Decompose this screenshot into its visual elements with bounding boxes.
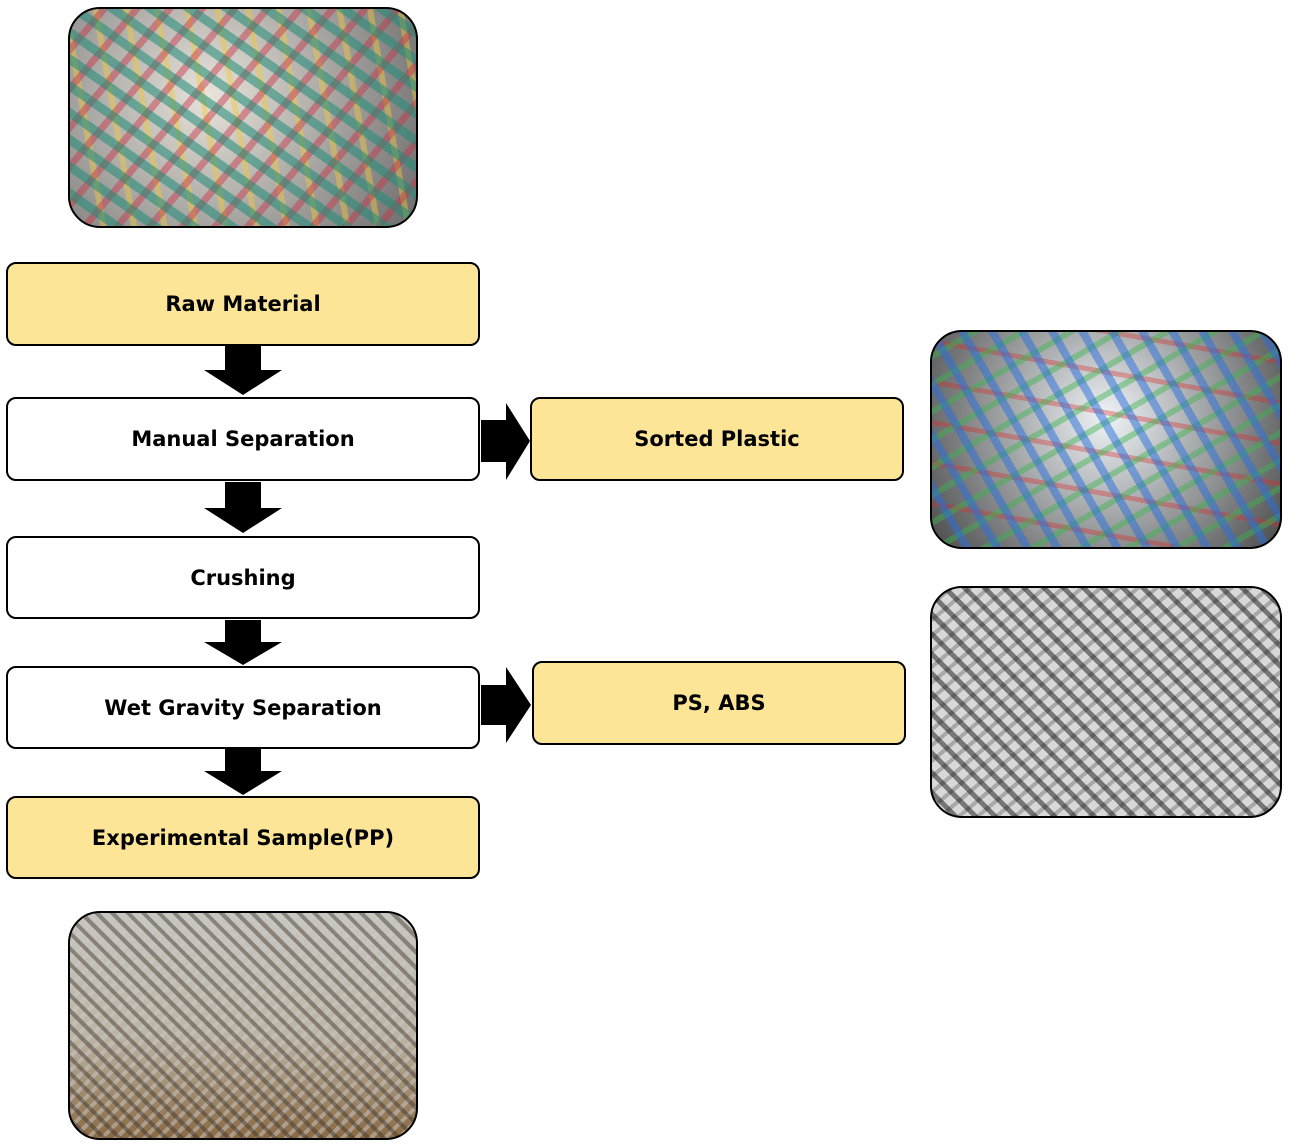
arrow-right-2 (481, 667, 531, 743)
step-crushing: Crushing (6, 536, 480, 619)
arrow-down-3 (204, 620, 282, 665)
output-sorted-plastic: Sorted Plastic (530, 397, 904, 481)
sorted-plastic-bottles-photo (930, 330, 1282, 549)
step-raw-material: Raw Material (6, 262, 480, 346)
arrow-down-1 (204, 346, 282, 395)
arrow-down-4 (204, 749, 282, 795)
pp-sample-flakes-photo (68, 911, 418, 1140)
step-manual-separation: Manual Separation (6, 397, 480, 481)
step-experimental-sample: Experimental Sample(PP) (6, 796, 480, 879)
step-wet-gravity-separation: Wet Gravity Separation (6, 666, 480, 749)
raw-plastic-waste-photo (68, 7, 418, 228)
output-ps-abs: PS, ABS (532, 661, 906, 745)
ps-abs-flakes-photo (930, 586, 1282, 818)
arrow-down-2 (204, 482, 282, 533)
arrow-right-1 (481, 403, 530, 480)
